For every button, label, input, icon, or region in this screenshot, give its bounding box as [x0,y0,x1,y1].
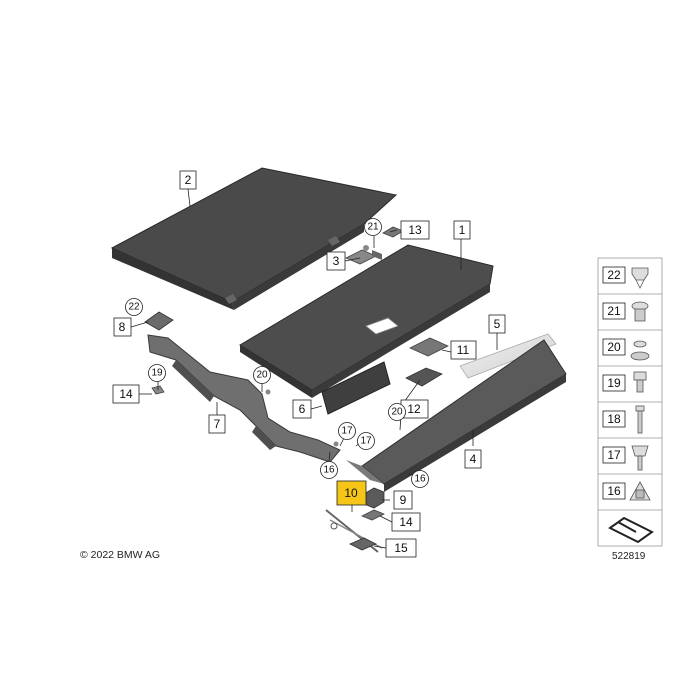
circle-callout-17-a: 17 [338,422,356,440]
svg-text:10: 10 [344,486,358,500]
screw-icon [635,405,645,434]
side-trim-bracket-part-7 [147,334,341,463]
arrow-symbol-icon [608,516,654,544]
copyright-text: © 2022 BMW AG [80,549,161,561]
cover-cap-part-13 [382,226,404,238]
svg-text:16: 16 [414,474,426,485]
svg-text:17: 17 [341,426,353,437]
callout-10-highlighted: 10 [336,480,367,506]
fastener-marker [363,245,369,251]
bracket-part-14 [361,509,385,521]
callout-13: 13 [400,220,430,240]
floor-panel-upper [110,167,398,310]
svg-text:22: 22 [607,268,621,282]
svg-text:16: 16 [323,465,335,476]
svg-text:1: 1 [459,223,466,237]
svg-text:14: 14 [119,387,133,401]
svg-text:14: 14 [399,515,413,529]
holder-part-15 [349,537,377,551]
svg-text:22: 22 [128,302,140,313]
document-number: 522819 [612,551,646,562]
svg-text:21: 21 [607,304,621,318]
legend-row-17: 17 [602,445,649,471]
fastener-marker [265,389,271,395]
circle-callout-20-a: 20 [253,366,271,384]
flange-bolt-icon [633,371,647,393]
bracket-part-8 [144,311,174,331]
svg-text:20: 20 [256,370,268,381]
svg-text:20: 20 [607,340,621,354]
svg-text:19: 19 [607,376,621,390]
svg-text:12: 12 [407,402,421,416]
legend-row-16: 16 [602,481,651,501]
callout-1: 1 [453,220,471,240]
fastener-legend: 22 21 20 19 [597,257,663,547]
svg-text:8: 8 [119,320,126,334]
callout-7: 7 [208,414,226,434]
svg-text:15: 15 [394,541,408,555]
floor-panel-lower [239,244,494,398]
svg-text:11: 11 [457,343,470,357]
tray-part-11 [409,337,449,357]
panel-part-6 [321,361,391,415]
svg-text:6: 6 [299,402,306,416]
callout-12: 12 [400,399,429,419]
svg-text:16: 16 [607,484,621,498]
clip-screw-icon [631,445,649,471]
svg-text:17: 17 [360,436,372,447]
legend-row-19: 19 [602,371,647,393]
washer-nut-icon [630,340,650,361]
callout-4: 4 [464,449,482,469]
callout-14-bottom: 14 [391,512,421,532]
callout-6: 6 [292,399,312,419]
legend-row-21: 21 [602,301,649,322]
svg-text:13: 13 [408,223,422,237]
legend-row-20: 20 [602,338,650,361]
svg-text:3: 3 [333,254,340,268]
svg-text:17: 17 [607,448,621,462]
leader-lines [130,188,498,549]
callout-15: 15 [385,538,417,558]
loading-sill-part-4 [346,339,567,492]
spring-nut-icon [629,481,651,501]
circle-callout-17-b: 17 [357,432,375,450]
svg-text:21: 21 [367,222,379,233]
expansion-rivet-icon [631,301,649,322]
fastener-marker [333,441,339,447]
circle-callout-21: 21 [364,218,382,236]
callout-14-left: 14 [112,384,140,404]
circle-callout-20-b: 20 [388,403,406,421]
svg-text:19: 19 [151,368,163,379]
svg-text:9: 9 [400,493,407,507]
callout-3: 3 [326,251,346,271]
hinge-bracket-part-3 [345,249,382,265]
svg-text:7: 7 [214,417,221,431]
lock-part-9 [363,487,385,509]
legend-row-18: 18 [602,405,645,434]
circle-callout-16-b: 16 [411,470,429,488]
callout-5: 5 [488,314,506,334]
tray-part-12 [405,367,443,387]
circle-callout-16-a: 16 [320,461,338,479]
circle-callout-22: 22 [125,298,143,316]
svg-text:5: 5 [494,317,501,331]
legend-row-22: 22 [602,266,649,289]
svg-text:20: 20 [391,407,403,418]
svg-text:18: 18 [607,412,621,426]
circle-callout-19: 19 [148,364,166,382]
svg-text:4: 4 [470,452,477,466]
callout-11: 11 [450,340,477,360]
svg-text:2: 2 [185,173,192,187]
trim-strip-part-5 [459,333,557,379]
callout-9: 9 [393,490,413,510]
callout-8: 8 [113,317,132,337]
clip-nut-icon [631,267,649,289]
callout-2: 2 [179,170,197,190]
